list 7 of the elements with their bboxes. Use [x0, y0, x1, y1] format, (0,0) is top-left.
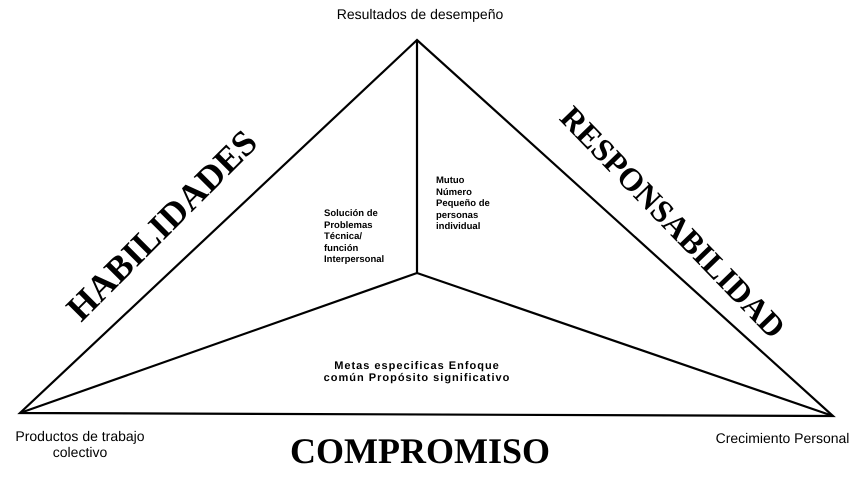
face-text: Mutuo Número Pequeño de personas individual	[436, 175, 491, 232]
apex-label: Resultados de desempeño	[336, 6, 504, 22]
corner-label: Productos de trabajo colectivo	[14, 428, 146, 460]
corner-label: Crecimiento Personal	[714, 430, 850, 446]
base-heading: COMPROMISO	[289, 430, 551, 472]
face-text: Solución de Problemas Técnica/ función Interpersonal	[324, 208, 386, 266]
face-text: Metas especificas Enfoque común Propósito significativo	[323, 360, 511, 384]
